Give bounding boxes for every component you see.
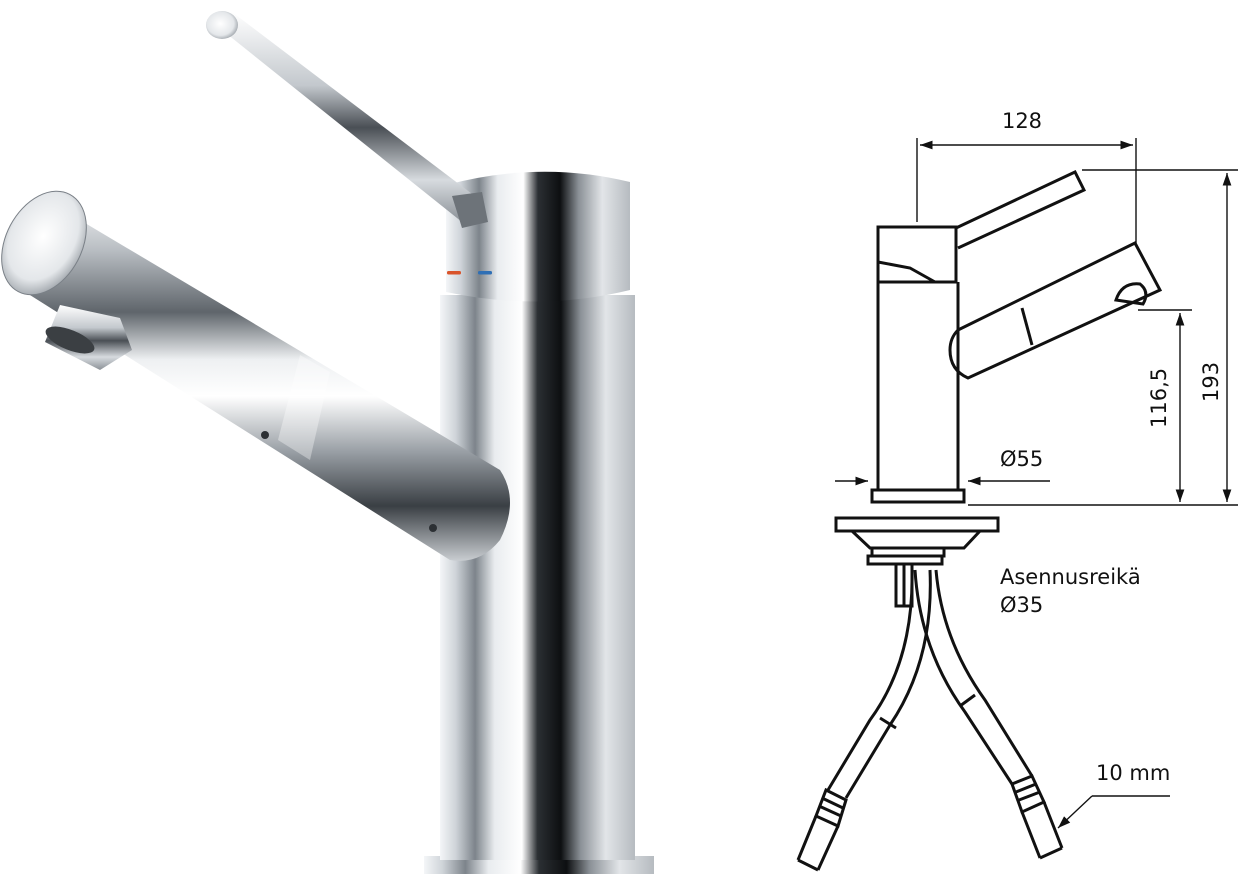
technical-drawing: 128 193 116,5 Ø55	[796, 109, 1238, 872]
base-diameter-label: Ø55	[1000, 447, 1043, 471]
dimension-width: 128	[916, 109, 1137, 243]
faucet-photo	[1, 11, 654, 874]
faucet-base-ring	[424, 856, 654, 874]
drawing-faucet-outline	[870, 170, 1163, 504]
mount-hole-label: Asennusreikä	[1000, 565, 1141, 589]
faucet-spout	[1, 190, 510, 561]
dimension-spout-height: 116,5	[1138, 309, 1192, 502]
faucet-head	[446, 171, 630, 302]
faucet-body	[440, 295, 635, 860]
spout-height-label: 116,5	[1147, 368, 1171, 428]
hot-indicator-icon	[447, 271, 461, 275]
dimension-hose-size: 10 mm	[1057, 761, 1170, 829]
dimension-base-diameter: Ø55	[835, 447, 1050, 486]
left-hose-fitting	[796, 787, 848, 872]
drawing-hoses	[796, 569, 1064, 872]
hose-size-label: 10 mm	[1096, 761, 1170, 785]
width-label: 128	[1002, 109, 1042, 133]
total-height-label: 193	[1199, 362, 1223, 402]
right-hose-fitting	[1010, 774, 1064, 860]
faucet-lever	[206, 11, 488, 228]
dimension-total-height: 193	[968, 169, 1238, 506]
mount-hole-diameter: Ø35	[1000, 593, 1043, 617]
cold-indicator-icon	[478, 271, 492, 275]
